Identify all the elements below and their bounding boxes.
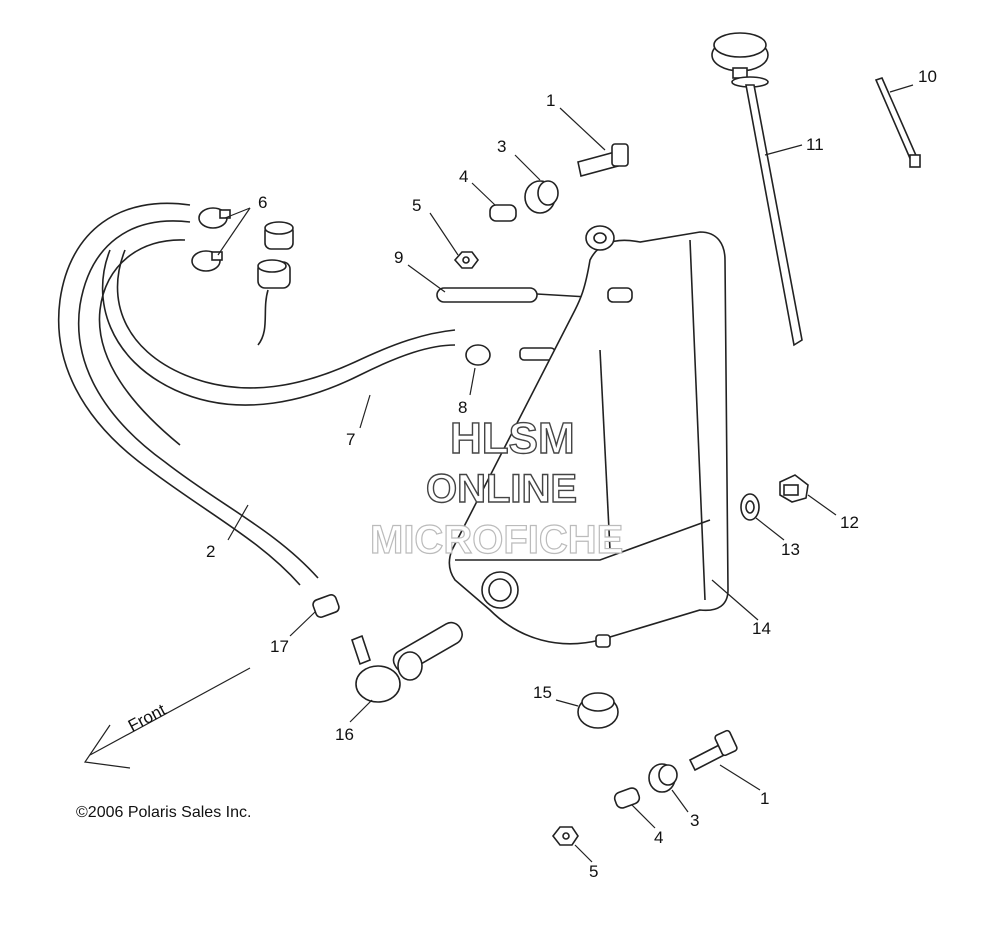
callout-6: 6 bbox=[258, 193, 267, 212]
hose-7 bbox=[101, 249, 456, 406]
hose-fitting-lower bbox=[257, 259, 291, 346]
bolt-1-lower bbox=[688, 729, 738, 772]
watermark-line-2: ONLINE bbox=[426, 467, 577, 511]
washer-13 bbox=[740, 493, 760, 521]
callout-11: 11 bbox=[806, 135, 824, 154]
callout-4-lower: 4 bbox=[654, 828, 663, 847]
callout-15: 15 bbox=[533, 683, 552, 702]
tank-mount-ear bbox=[585, 225, 615, 251]
callout-1-lower: 1 bbox=[760, 789, 769, 808]
grommet-3-upper bbox=[524, 180, 559, 214]
nut-5-upper bbox=[453, 251, 479, 269]
callout-7: 7 bbox=[346, 430, 355, 449]
callout-2: 2 bbox=[206, 542, 215, 561]
callout-1-upper: 1 bbox=[546, 91, 555, 110]
sleeve-17 bbox=[312, 594, 340, 618]
callout-8: 8 bbox=[458, 398, 467, 417]
spacer-4-upper bbox=[489, 204, 517, 222]
leader-lines bbox=[217, 84, 914, 863]
clamp-6a bbox=[198, 207, 231, 229]
watermark: HLSM ONLINE MICROFICHE bbox=[369, 413, 624, 562]
clamp-6b bbox=[191, 250, 223, 272]
cap-15 bbox=[577, 692, 619, 729]
hose-fitting-upper bbox=[264, 221, 294, 250]
grommet-3-lower bbox=[648, 763, 678, 793]
callout-numbers: 1 2 3 4 5 6 7 8 9 10 11 12 13 14 15 16 1… bbox=[206, 67, 937, 881]
callout-3-upper: 3 bbox=[497, 137, 506, 156]
nut-5-lower bbox=[551, 826, 579, 846]
bolt-1-upper bbox=[577, 143, 629, 177]
tank-breather-port bbox=[607, 287, 633, 303]
callout-3-lower: 3 bbox=[690, 811, 699, 830]
dipstick-11 bbox=[711, 32, 803, 347]
drain-plug-12 bbox=[779, 474, 809, 503]
elbow-fitting-16 bbox=[351, 621, 463, 703]
callout-10: 10 bbox=[918, 67, 937, 86]
watermark-line-3: MICROFICHE bbox=[370, 518, 623, 562]
cable-tie-10 bbox=[874, 77, 921, 168]
callout-5-upper: 5 bbox=[412, 196, 421, 215]
spacer-4-lower bbox=[613, 787, 641, 809]
callout-12: 12 bbox=[840, 513, 859, 532]
copyright-notice: ©2006 Polaris Sales Inc. bbox=[76, 804, 252, 821]
oil-tank-14 bbox=[448, 231, 729, 648]
callout-9: 9 bbox=[394, 248, 403, 267]
breather-hose-9 bbox=[436, 287, 606, 303]
callout-5-lower: 5 bbox=[589, 862, 598, 881]
front-arrow: Front bbox=[83, 667, 251, 769]
hose-2 bbox=[57, 202, 319, 586]
callout-17: 17 bbox=[270, 637, 289, 656]
clamp-8 bbox=[465, 344, 491, 366]
callout-4-upper: 4 bbox=[459, 167, 468, 186]
callout-14: 14 bbox=[752, 619, 771, 638]
watermark-line-1: HLSM bbox=[450, 414, 575, 463]
callout-13: 13 bbox=[781, 540, 800, 559]
callout-16: 16 bbox=[335, 725, 354, 744]
front-label: Front bbox=[125, 700, 169, 736]
